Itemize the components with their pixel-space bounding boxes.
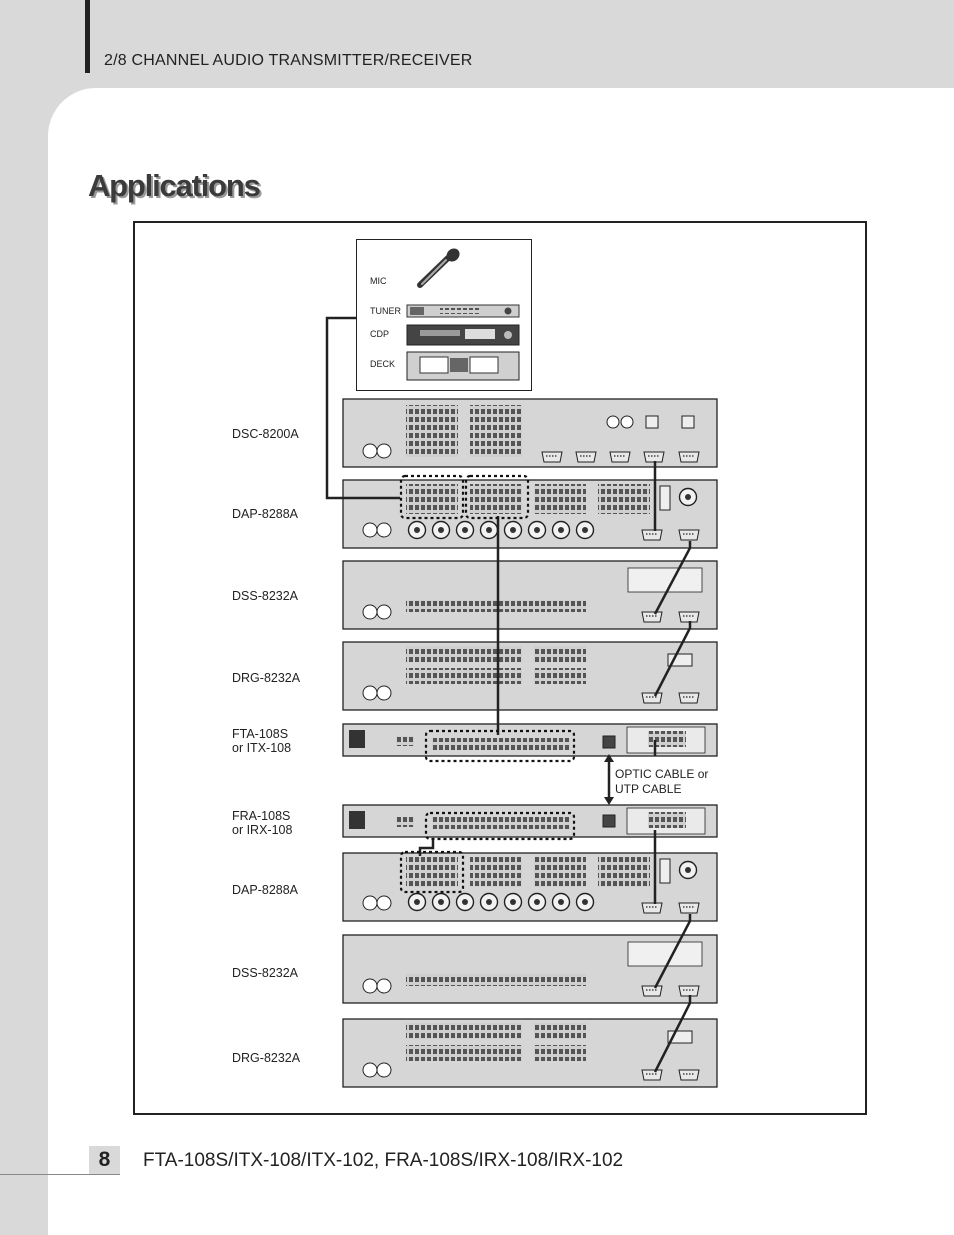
source-label-cdp: CDP <box>370 329 390 339</box>
section-title: 2/8 CHANNEL AUDIO TRANSMITTER/RECEIVER <box>104 52 473 69</box>
source-label-mic: MIC <box>370 276 387 286</box>
device-label: FTA-108S or ITX-108 <box>232 727 291 755</box>
rack-unit-drg-8232a-top <box>342 641 718 711</box>
cable-note: OPTIC CABLE or UTP CABLE <box>615 767 708 797</box>
tuner-icon <box>406 304 520 318</box>
rack-unit-dap-8288a-bottom <box>342 852 718 922</box>
rack-unit-dap-8288a-top <box>342 479 718 549</box>
header-rule <box>85 0 90 73</box>
optic-arrow-heads <box>604 754 614 805</box>
footer-model-list: FTA-108S/ITX-108/ITX-102, FRA-108S/IRX-1… <box>143 1150 624 1171</box>
footer-band <box>0 1174 48 1235</box>
device-label: DSS-8232A <box>232 589 299 603</box>
cable-note-line: OPTIC CABLE or <box>615 767 709 781</box>
device-label: DRG-8232A <box>232 671 301 685</box>
device-label-line: or IRX-108 <box>232 823 293 837</box>
source-label-deck: DECK <box>370 359 396 369</box>
rack-unit-fta-108s <box>342 723 718 757</box>
rack-unit-dss-8232a-top <box>342 560 718 630</box>
rack-unit-fra-108s <box>342 804 718 838</box>
rack-unit-drg-8232a-bottom <box>342 1018 718 1088</box>
rack-unit-dsc-8200a <box>342 398 718 468</box>
device-label: FRA-108S or IRX-108 <box>232 809 292 837</box>
device-label-line: or ITX-108 <box>232 741 292 755</box>
cable-note-line: UTP CABLE <box>615 782 682 796</box>
device-label: DSC-8200A <box>232 427 299 441</box>
device-label-line: FRA-108S <box>232 809 291 823</box>
rack-unit-dss-8232a-bottom <box>342 934 718 1004</box>
device-label-line: FTA-108S <box>232 727 289 741</box>
highlight-boxes <box>399 474 576 894</box>
cable-wiring <box>325 316 692 1073</box>
device-label: DAP-8288A <box>232 507 299 521</box>
device-label: DSS-8232A <box>232 966 299 980</box>
cdp-icon <box>406 324 520 346</box>
device-label: DRG-8232A <box>232 1051 301 1065</box>
device-label: DAP-8288A <box>232 883 299 897</box>
footer-rule <box>0 1174 120 1175</box>
deck-icon <box>406 351 520 381</box>
mic-icon <box>417 248 460 288</box>
source-label-tuner: TUNER <box>370 306 401 316</box>
page-number: 8 <box>89 1146 120 1174</box>
page-heading: Applications <box>88 168 261 203</box>
